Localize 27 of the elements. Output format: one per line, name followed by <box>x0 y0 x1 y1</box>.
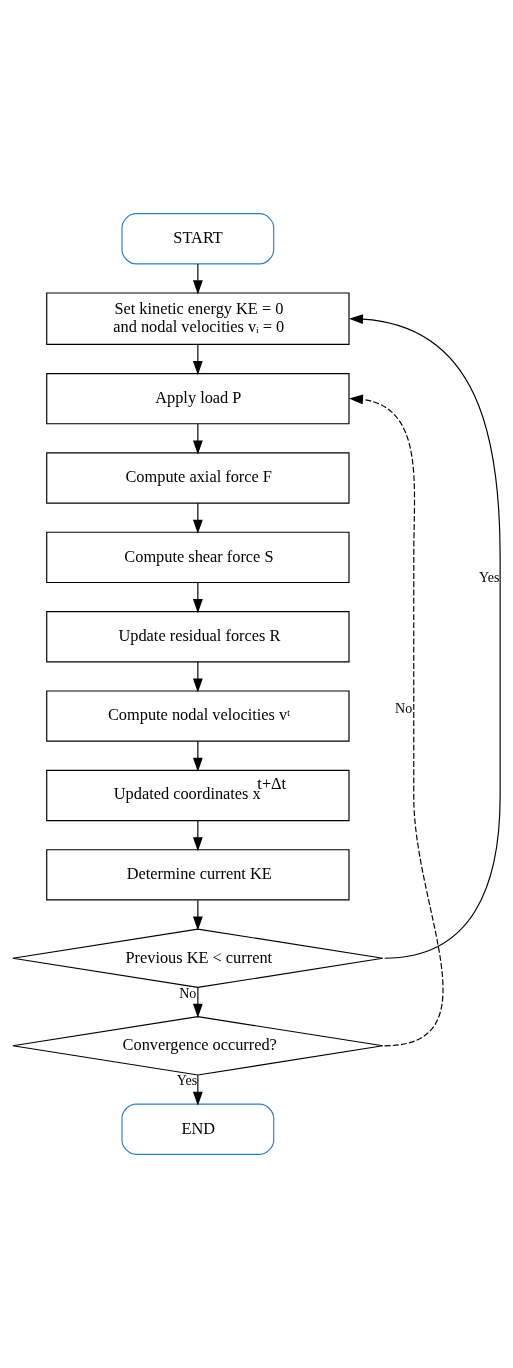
arrow <box>192 820 203 852</box>
arrow <box>192 343 203 376</box>
node-box: START <box>121 213 275 265</box>
node-diamond: Convergence occurred? <box>12 1016 384 1076</box>
node-box: Compute shear force S <box>46 531 350 584</box>
node-box: END <box>121 1103 275 1155</box>
node-box: Compute axial force F <box>46 452 350 504</box>
arrow <box>192 502 203 534</box>
edge-label: No <box>395 701 413 717</box>
arrow <box>192 899 203 931</box>
node-box: Set kinetic energy KE = 0 and nodal velocities vᵢ = 0 <box>46 292 350 345</box>
edge-label: Yes <box>176 1073 198 1089</box>
edge-label: Yes <box>479 570 500 586</box>
arrow <box>192 740 203 772</box>
node-box: Apply load P <box>46 372 350 425</box>
arrow <box>192 987 203 1018</box>
node-box: Determine current KE <box>46 849 350 901</box>
arrow <box>348 314 501 959</box>
arrow <box>192 1074 203 1106</box>
node-box: Update residual forces R <box>46 611 350 663</box>
arrow <box>348 394 444 1047</box>
node-box: Compute nodal velocities vᵗ <box>46 690 350 742</box>
arrow <box>192 661 203 693</box>
arrow <box>192 263 203 295</box>
arrow <box>192 581 203 614</box>
arrow <box>192 423 203 455</box>
node-diamond: Previous KE < current <box>12 928 384 989</box>
